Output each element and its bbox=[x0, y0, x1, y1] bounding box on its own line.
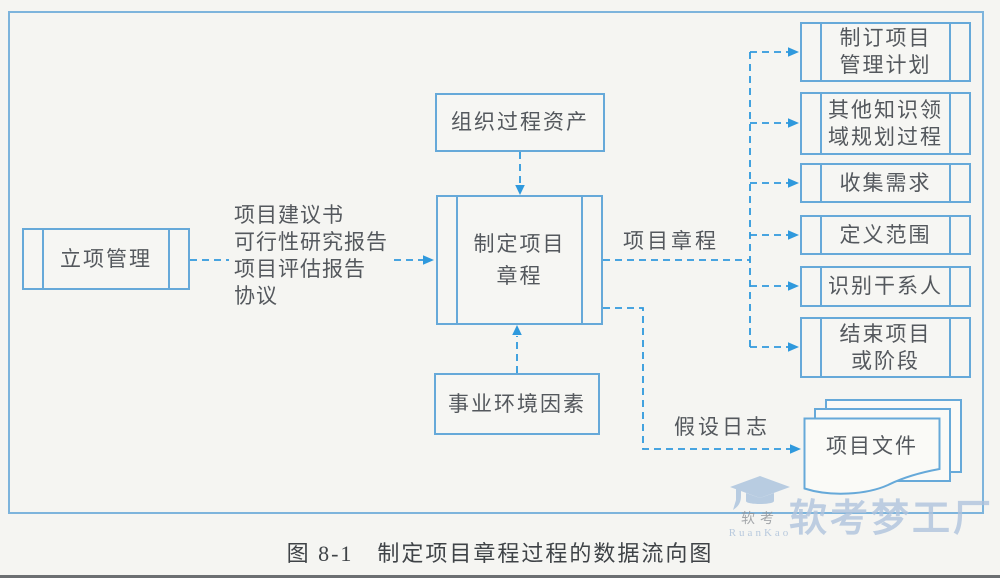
watermark-en-text: RuanKao bbox=[728, 527, 792, 539]
node-label: 收集需求 bbox=[839, 170, 932, 195]
output-box-define-scope: 定义范围 bbox=[800, 215, 971, 255]
node-organizational-process-assets: 组织过程资产 bbox=[435, 93, 605, 152]
figure-caption: 图 8-1 制定项目章程过程的数据流向图 bbox=[286, 541, 714, 566]
output-box-develop-pm-plan: 制订项目 管理计划 bbox=[800, 22, 971, 82]
watermark-cn-text: 软考 bbox=[741, 512, 779, 527]
bottom-edge-strip bbox=[0, 575, 1000, 578]
input-documents-label: 项目建议书 可行性研究报告 项目评估报告 协议 bbox=[229, 201, 393, 311]
node-label: 制定项目 章程 bbox=[473, 232, 566, 288]
node-label: 立项管理 bbox=[60, 246, 152, 271]
node-label: 定义范围 bbox=[839, 222, 932, 247]
output-box-identify-stakeholders: 识别干系人 bbox=[800, 266, 971, 307]
watermark-logo: 软考 RuanKao bbox=[718, 474, 802, 540]
node-label: 制订项目 管理计划 bbox=[839, 26, 932, 77]
document-sheet-front bbox=[803, 417, 941, 495]
output-box-other-planning-processes: 其他知识领 域规划过程 bbox=[800, 92, 971, 155]
node-label: 结束项目 或阶段 bbox=[839, 321, 932, 373]
node-enterprise-environmental-factors: 事业环境因素 bbox=[434, 373, 600, 435]
node-label: 识别干系人 bbox=[828, 274, 943, 298]
node-label: 组织过程资产 bbox=[451, 110, 589, 134]
node-label: 其他知识领 域规划过程 bbox=[828, 97, 943, 149]
flow-label-assumption-log: 假设日志 bbox=[674, 415, 770, 439]
output-box-collect-requirements: 收集需求 bbox=[800, 163, 971, 203]
flow-label-project-charter: 项目章程 bbox=[623, 229, 719, 253]
document-stack-label: 项目文件 bbox=[826, 433, 918, 458]
watermark-brand-text: 软考梦工厂 bbox=[789, 498, 995, 540]
node-develop-project-charter: 制定项目 章程 bbox=[436, 195, 603, 325]
node-label: 事业环境因素 bbox=[448, 391, 586, 416]
diagram-frame bbox=[8, 11, 984, 514]
node-initiation-management: 立项管理 bbox=[22, 228, 190, 290]
graduation-cap-icon bbox=[730, 476, 790, 510]
output-box-close-project-or-phase: 结束项目 或阶段 bbox=[800, 317, 971, 378]
